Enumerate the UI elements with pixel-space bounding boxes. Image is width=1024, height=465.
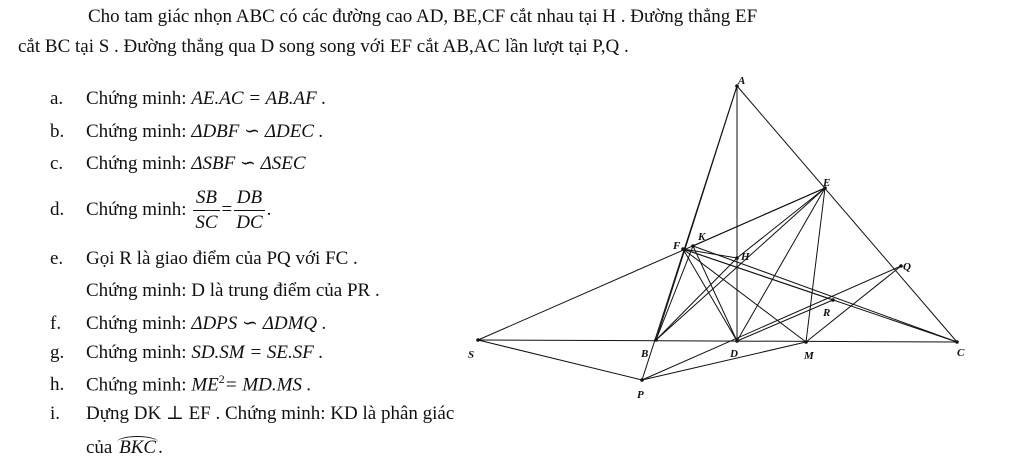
item-label: d. bbox=[50, 198, 65, 220]
segment-kd bbox=[692, 245, 738, 342]
line-pq bbox=[641, 265, 902, 381]
item-h: h. Chứng minh: ME2= MD.MS . bbox=[50, 372, 311, 396]
item-math: SD.SM = SE.SF . bbox=[191, 342, 324, 363]
item-math: ME bbox=[191, 374, 219, 396]
item-e: e. Gọi R là giao điểm của PQ với FC . bbox=[50, 248, 358, 270]
point-h-dot bbox=[735, 256, 739, 260]
fraction-denominator: SC bbox=[195, 212, 218, 233]
item-label: a. bbox=[50, 88, 64, 109]
segment-em bbox=[805, 187, 826, 343]
item-i-cont: của BKC. bbox=[50, 436, 163, 459]
item-i: i. Dựng DK ⊥ EF . Chứng minh: KD là phân … bbox=[50, 402, 454, 425]
segment-fr bbox=[682, 248, 834, 301]
item-text: Dựng DK ⊥ EF . Chứng minh: KD là phân gi… bbox=[86, 403, 455, 424]
point-s-dot bbox=[476, 338, 480, 342]
point-r-dot bbox=[831, 298, 835, 302]
item-f: f. Chứng minh: ΔDPS ∽ ΔDMQ . bbox=[50, 312, 327, 335]
item-label: f. bbox=[50, 313, 62, 334]
segment-fd bbox=[682, 248, 738, 342]
point-k-dot bbox=[691, 244, 695, 248]
point-m-dot bbox=[804, 340, 808, 344]
item-text: Chứng minh: bbox=[86, 313, 192, 334]
item-g: g. Chứng minh: SD.SM = SE.SF . bbox=[50, 342, 323, 364]
segment-ed bbox=[736, 187, 826, 342]
item-tail: . bbox=[266, 198, 272, 220]
segment-sp bbox=[477, 339, 643, 381]
point-a-dot bbox=[735, 84, 739, 88]
angle-arc: BKC bbox=[117, 436, 159, 458]
segment-sc bbox=[477, 339, 958, 343]
intro-line-1: Cho tam giác nhọn ABC có các đường cao A… bbox=[88, 6, 758, 27]
superscript: 2 bbox=[218, 372, 225, 386]
point-d-dot bbox=[735, 339, 739, 343]
point-b-dot bbox=[654, 338, 658, 342]
item-math: ΔSBF ∽ ΔSEC bbox=[191, 153, 306, 174]
item-text: Chứng minh: bbox=[86, 88, 192, 109]
point-label-r: R bbox=[822, 307, 830, 319]
item-tail: . bbox=[158, 437, 163, 458]
item-b: b. Chứng minh: ΔDBF ∽ ΔDEC . bbox=[50, 120, 323, 143]
segment-pm bbox=[641, 341, 807, 381]
point-q-dot bbox=[899, 264, 903, 268]
item-label: h. bbox=[50, 374, 65, 396]
segment-he bbox=[736, 187, 826, 259]
fraction-numerator: DB bbox=[234, 186, 265, 211]
point-label-m: M bbox=[803, 350, 815, 362]
segment-ac bbox=[736, 85, 958, 343]
item-math: AE.AC = AB.AF . bbox=[191, 88, 327, 109]
segment-kc bbox=[692, 245, 958, 343]
point-label-d: D bbox=[729, 348, 738, 360]
item-text: Gọi R là giao điểm của PQ với FC . bbox=[86, 248, 358, 269]
equals-sign: = bbox=[221, 198, 233, 220]
point-label-b: B bbox=[640, 348, 648, 360]
item-text: Chứng minh: bbox=[86, 374, 192, 396]
point-label-h: H bbox=[740, 251, 750, 263]
point-f-dot bbox=[681, 247, 685, 251]
point-label-s: S bbox=[468, 349, 474, 361]
item-e-cont: Chứng minh: D là trung điểm của PR . bbox=[50, 280, 380, 302]
segment-kb bbox=[655, 245, 694, 341]
segment-hf bbox=[682, 248, 738, 259]
point-label-f: F bbox=[672, 240, 681, 252]
point-label-p: P bbox=[637, 389, 644, 401]
point-label-a: A bbox=[737, 75, 745, 87]
fraction-numerator: SB bbox=[193, 186, 220, 211]
item-label: c. bbox=[50, 153, 64, 174]
point-label-c: C bbox=[957, 347, 965, 359]
point-e-dot bbox=[823, 186, 827, 190]
point-label-q: Q bbox=[903, 261, 911, 273]
item-text: Chứng minh: bbox=[86, 153, 192, 174]
segment-dr bbox=[736, 299, 834, 342]
fraction-denominator: DC bbox=[236, 212, 263, 233]
point-label-k: K bbox=[697, 231, 706, 243]
item-text: Chứng minh: bbox=[86, 121, 192, 142]
item-math: ΔDBF ∽ ΔDEC . bbox=[191, 121, 324, 142]
item-math: ΔDPS ∽ ΔDMQ . bbox=[191, 313, 327, 334]
item-math: = MD.MS . bbox=[224, 374, 312, 396]
item-label: b. bbox=[50, 121, 65, 142]
point-label-e: E bbox=[822, 177, 830, 189]
item-text: Chứng minh: bbox=[86, 198, 187, 220]
point-c-dot bbox=[955, 340, 959, 344]
segment-fm bbox=[682, 248, 807, 343]
intro-line-2: cắt BC tại S . Đường thẳng qua D song so… bbox=[18, 36, 629, 57]
altitude-be bbox=[655, 187, 826, 341]
item-label: e. bbox=[50, 248, 64, 269]
item-text: của bbox=[86, 437, 118, 458]
point-p-dot bbox=[640, 378, 644, 382]
item-c: c. Chứng minh: ΔSBF ∽ ΔSEC bbox=[50, 152, 306, 175]
item-text: Chứng minh: D là trung điểm của PR . bbox=[86, 280, 380, 301]
item-label: i. bbox=[50, 403, 61, 424]
item-text: Chứng minh: bbox=[86, 342, 192, 363]
segment-ek bbox=[692, 187, 826, 247]
segment-bh bbox=[655, 257, 738, 341]
item-a: a. Chứng minh: AE.AC = AB.AF . bbox=[50, 88, 326, 110]
item-label: g. bbox=[50, 342, 65, 363]
segment-ap bbox=[641, 85, 738, 381]
